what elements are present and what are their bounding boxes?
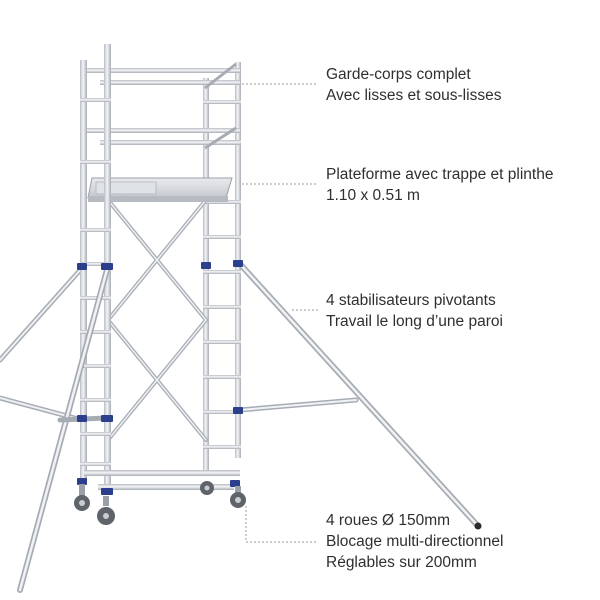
- clamps: [77, 260, 243, 495]
- wheels: [74, 481, 246, 525]
- annotation-stabilizers: 4 stabilisateurs pivotants Travail le lo…: [326, 290, 503, 332]
- annotation-platform-line-1: Plateforme avec trappe et plinthe: [326, 166, 554, 183]
- wheel-rear-left: [200, 481, 214, 495]
- annotation-guardrail-line-2: Avec lisses et sous-lisses: [326, 87, 502, 104]
- annotation-stabilizers-line-2: Travail le long d’une paroi: [326, 313, 503, 330]
- annotation-guardrail: Garde-corps complet Avec lisses et sous-…: [326, 64, 501, 106]
- wheel-front-right: [97, 496, 115, 525]
- cross-braces: [106, 198, 208, 442]
- base-frame: [84, 470, 240, 490]
- annotation-wheels: 4 roues Ø 150mm Blocage multi-directionn…: [326, 510, 503, 573]
- wheel-rear-right: [230, 486, 246, 508]
- guardrail: [82, 62, 240, 150]
- annotation-platform-line-2: 1.10 x 0.51 m: [326, 187, 420, 204]
- leader-wheels: [245, 506, 318, 543]
- annotation-guardrail-line-1: Garde-corps complet: [326, 66, 471, 83]
- annotation-stabilizers-line-1: 4 stabilisateurs pivotants: [326, 292, 496, 309]
- annotation-wheels-line-2: Blocage multi-directionnel: [326, 533, 504, 550]
- wheel-front-left: [74, 484, 90, 511]
- leader-lines: [238, 83, 318, 543]
- annotation-wheels-line-1: 4 roues Ø 150mm: [326, 512, 451, 529]
- annotation-wheels-line-3: Réglables sur 200mm: [326, 554, 477, 571]
- annotation-platform: Plateforme avec trappe et plinthe 1.10 x…: [326, 164, 553, 206]
